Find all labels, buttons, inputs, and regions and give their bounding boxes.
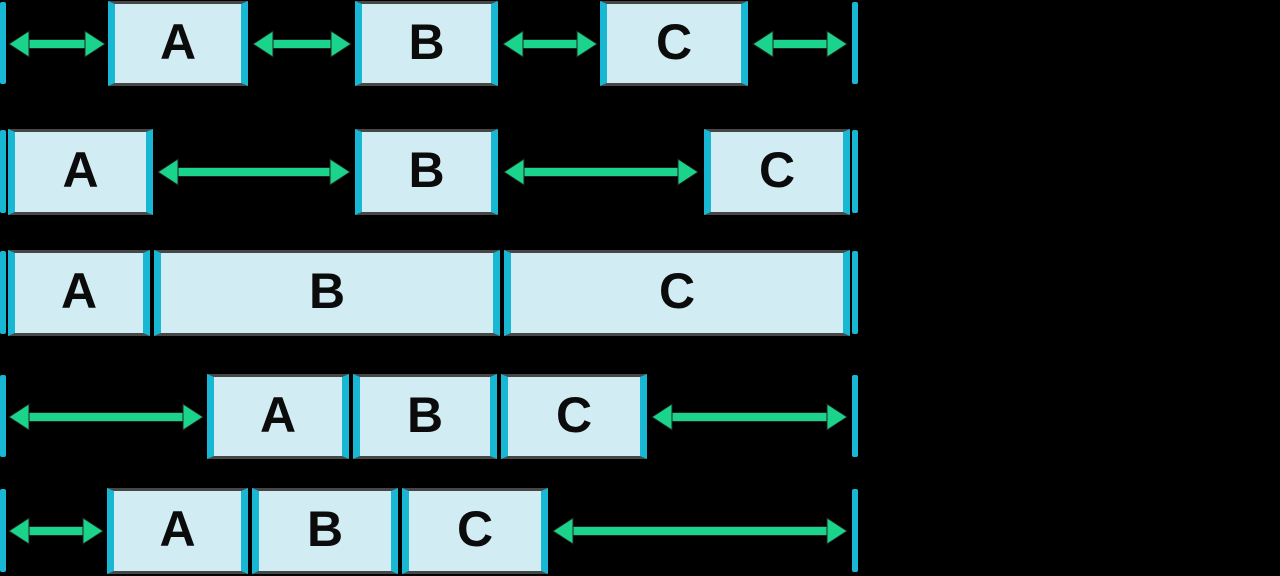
- container-edge-marker: [0, 489, 6, 572]
- double-headed-arrow-icon: [752, 29, 848, 58]
- row-4-centered-group: A B C: [0, 374, 860, 459]
- flex-item-label: A: [60, 263, 98, 319]
- double-headed-arrow-icon: [252, 29, 352, 58]
- flex-item-label: B: [406, 386, 444, 443]
- flex-item-c: C: [402, 488, 548, 574]
- free-space-arrow: [8, 29, 106, 59]
- free-space-arrow: [752, 29, 848, 59]
- container-edge-marker: [0, 130, 6, 213]
- flex-item-a: A: [107, 488, 248, 574]
- flex-item-a: A: [207, 374, 349, 459]
- row-1-evenly-spaced: A B C: [0, 1, 860, 86]
- free-space-arrow: [502, 29, 598, 59]
- free-space-arrow: [252, 29, 352, 59]
- container-edge-marker: [852, 130, 858, 213]
- flex-item-b: B: [154, 250, 500, 336]
- flex-item-label: C: [758, 142, 796, 198]
- container-edge-marker: [0, 375, 6, 457]
- flex-item-label: B: [408, 142, 445, 198]
- container-edge-marker: [0, 2, 6, 84]
- free-space-arrow: [157, 157, 351, 187]
- free-space-arrow: [503, 157, 699, 187]
- double-headed-arrow-icon: [552, 517, 848, 545]
- flex-item-label: A: [259, 386, 297, 443]
- free-space-arrow: [651, 402, 848, 432]
- flex-item-b: B: [353, 374, 497, 459]
- double-headed-arrow-icon: [8, 29, 106, 58]
- double-headed-arrow-icon: [503, 158, 699, 186]
- double-headed-arrow-icon: [651, 402, 848, 431]
- free-space-arrow: [8, 516, 104, 546]
- flex-item-c: C: [504, 250, 850, 336]
- double-headed-arrow-icon: [8, 517, 104, 545]
- flex-item-label: C: [555, 386, 593, 443]
- container-edge-marker: [852, 251, 858, 334]
- flex-item-label: A: [62, 142, 99, 198]
- flex-item-label: C: [658, 263, 696, 319]
- flex-item-label: C: [456, 501, 494, 557]
- flex-item-b: B: [252, 488, 398, 574]
- row-3-stretch-full-width: A B C: [0, 250, 860, 336]
- free-space-arrow: [8, 402, 204, 432]
- double-headed-arrow-icon: [502, 29, 598, 58]
- flex-item-c: C: [501, 374, 647, 459]
- flex-item-a: A: [108, 1, 248, 86]
- flex-item-b: B: [355, 1, 498, 86]
- flex-item-c: C: [600, 1, 748, 86]
- flex-item-label: C: [655, 13, 693, 70]
- container-edge-marker: [0, 251, 6, 334]
- flex-item-label: B: [308, 263, 346, 319]
- flex-item-b: B: [355, 129, 498, 215]
- container-edge-marker: [852, 375, 858, 457]
- container-edge-marker: [852, 489, 858, 572]
- flex-item-label: A: [159, 13, 197, 70]
- flex-item-a: A: [8, 250, 150, 336]
- double-headed-arrow-icon: [157, 158, 351, 186]
- flex-item-label: B: [408, 13, 445, 70]
- free-space-arrow: [552, 516, 848, 546]
- row-2-space-between: A B C: [0, 129, 860, 215]
- flex-item-label: B: [306, 501, 344, 557]
- container-edge-marker: [852, 2, 858, 84]
- flex-item-c: C: [704, 129, 850, 215]
- flex-item-a: A: [8, 129, 153, 215]
- double-headed-arrow-icon: [8, 402, 204, 431]
- flex-item-label: A: [159, 501, 196, 557]
- row-5-offset-start-group: A B C: [0, 488, 860, 574]
- flex-spacing-diagram: A B C A B C A B C A B C A B C: [0, 1, 860, 574]
